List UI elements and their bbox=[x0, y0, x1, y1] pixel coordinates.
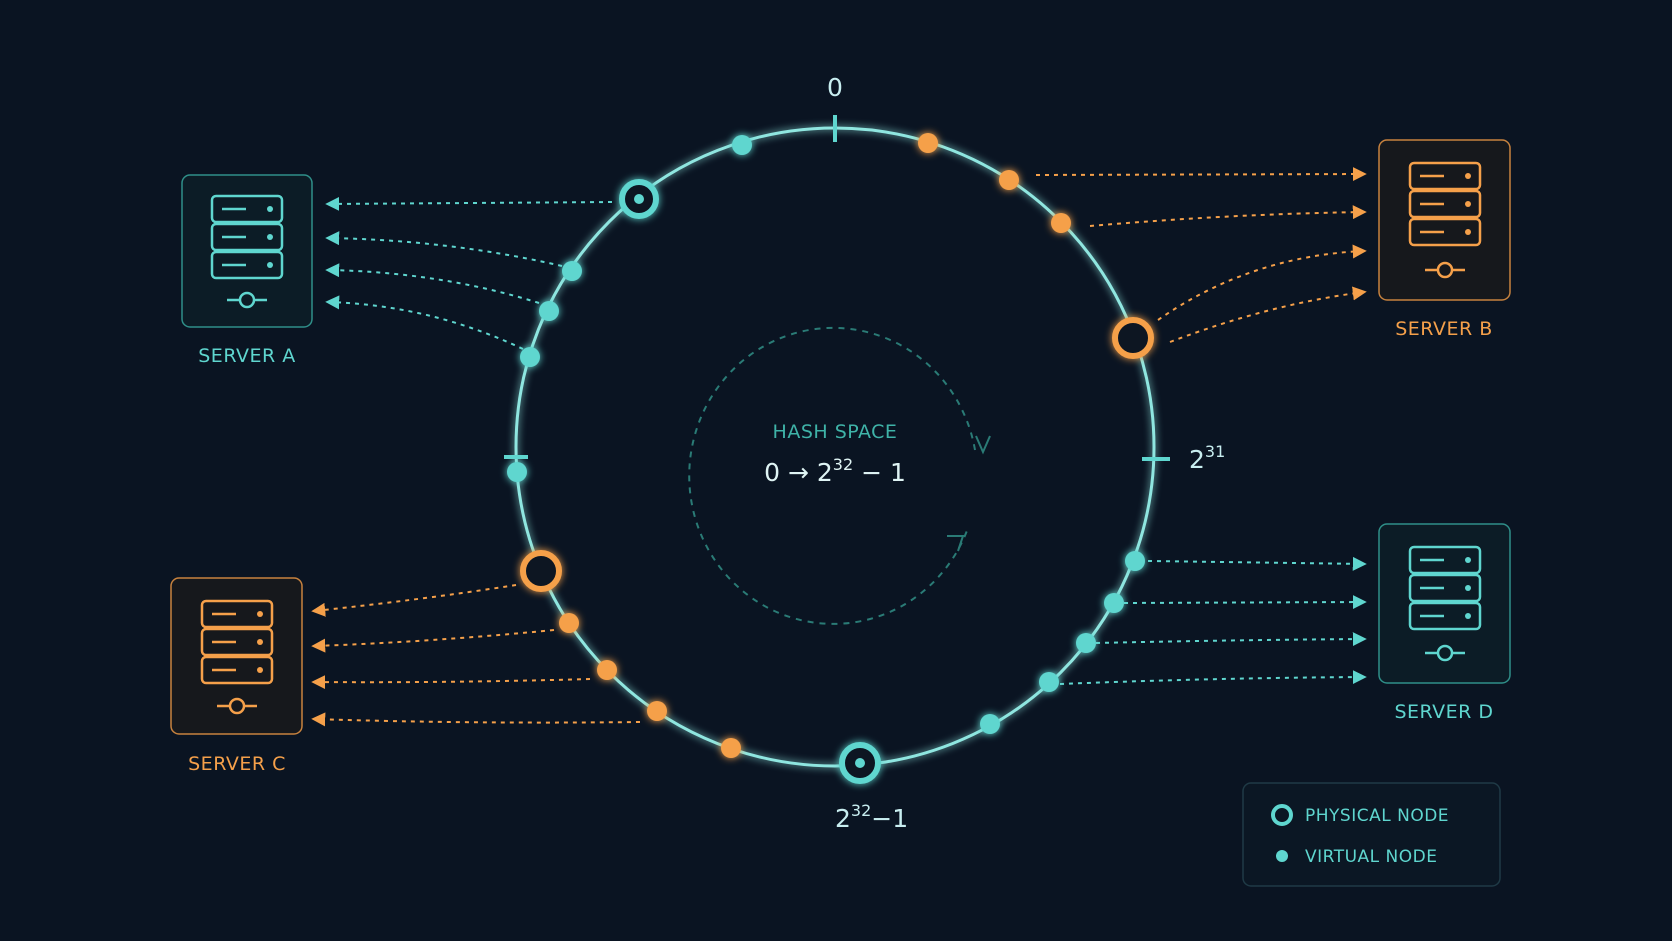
legend-frame bbox=[1242, 782, 1501, 887]
virtual-node bbox=[1051, 213, 1071, 233]
server-c-icon bbox=[200, 599, 274, 715]
tick-label-2-32-minus-1: 232−1 bbox=[835, 801, 908, 833]
connector-d-3 bbox=[1095, 632, 1367, 647]
virtual-node bbox=[1125, 551, 1145, 571]
physical-node-b bbox=[1112, 317, 1154, 359]
physical-node-a bbox=[619, 179, 659, 219]
server-b: SERVER B bbox=[1378, 139, 1511, 340]
tick-label-zero: 0 bbox=[827, 73, 843, 102]
connector-a-2 bbox=[325, 231, 563, 267]
rotation-arrow-icon bbox=[975, 435, 991, 455]
legend-virtual-node-icon bbox=[1276, 850, 1288, 862]
virtual-node bbox=[562, 261, 582, 281]
virtual-node bbox=[1104, 593, 1124, 613]
connector-d-1 bbox=[1147, 556, 1367, 571]
virtual-node bbox=[559, 613, 579, 633]
legend: PHYSICAL NODE VIRTUAL NODE bbox=[1242, 782, 1501, 887]
hash-space-range: 0 → 232 − 1 bbox=[764, 455, 906, 487]
server-a-label: SERVER A bbox=[198, 345, 295, 367]
connector-a-1 bbox=[325, 196, 613, 211]
connector-c-2 bbox=[311, 629, 555, 653]
virtual-node bbox=[721, 738, 741, 758]
connector-b-4 bbox=[1169, 286, 1367, 343]
connector-d-4 bbox=[1059, 670, 1367, 685]
rotation-arrow-icon-2 bbox=[947, 535, 965, 552]
connector-b-1 bbox=[1035, 167, 1367, 182]
rotation-arc bbox=[688, 326, 976, 625]
connector-c-3 bbox=[311, 675, 591, 690]
connector-a-4 bbox=[325, 295, 524, 350]
virtual-node bbox=[918, 133, 938, 153]
virtual-node bbox=[647, 701, 667, 721]
connector-a-3 bbox=[325, 263, 540, 304]
connector-b-3 bbox=[1157, 244, 1367, 321]
physical-node-c bbox=[520, 550, 562, 592]
virtual-node bbox=[507, 462, 527, 482]
tick-label-2-31: 231 bbox=[1189, 442, 1225, 474]
server-a-icon bbox=[210, 194, 284, 309]
server-c-label: SERVER C bbox=[188, 753, 286, 775]
hash-space-title: HASH SPACE bbox=[773, 421, 898, 443]
server-b-icon bbox=[1408, 161, 1482, 279]
connector-b-2 bbox=[1089, 205, 1367, 227]
connector-d-2 bbox=[1123, 595, 1367, 610]
connector-c-1 bbox=[311, 584, 517, 617]
physical-node-d bbox=[839, 742, 881, 784]
virtual-node bbox=[999, 170, 1019, 190]
server-d-label: SERVER D bbox=[1394, 701, 1493, 723]
virtual-node bbox=[1076, 633, 1096, 653]
server-d-icon bbox=[1408, 545, 1482, 662]
virtual-node bbox=[520, 347, 540, 367]
virtual-node bbox=[1039, 672, 1059, 692]
virtual-node bbox=[980, 714, 1000, 734]
server-d: SERVER D bbox=[1378, 523, 1511, 723]
server-c: SERVER C bbox=[170, 577, 303, 775]
legend-physical-node-icon bbox=[1271, 804, 1293, 826]
legend-physical-label: PHYSICAL NODE bbox=[1305, 806, 1449, 826]
virtual-node bbox=[539, 301, 559, 321]
server-a: SERVER A bbox=[181, 174, 313, 367]
virtual-node bbox=[597, 660, 617, 680]
legend-virtual-label: VIRTUAL NODE bbox=[1305, 847, 1437, 867]
server-b-label: SERVER B bbox=[1395, 318, 1493, 340]
virtual-node bbox=[732, 135, 752, 155]
connector-c-4 bbox=[311, 712, 641, 727]
